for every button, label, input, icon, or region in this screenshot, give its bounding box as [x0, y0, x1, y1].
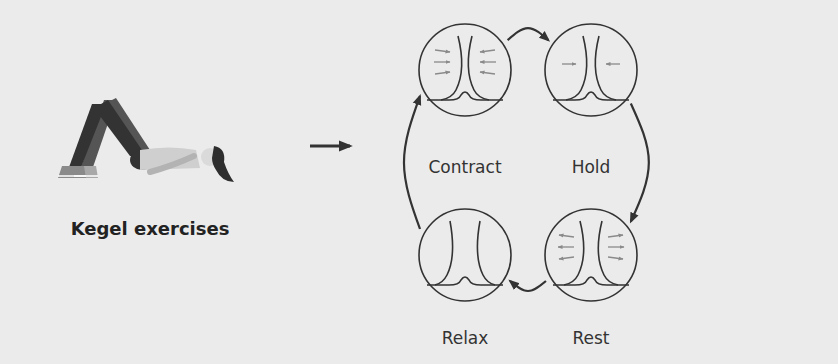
circle-outline	[405, 22, 525, 179]
label-block: Relax	[405, 327, 525, 349]
force-arrow	[559, 257, 574, 259]
base-line	[553, 92, 629, 100]
wall-line	[477, 221, 495, 285]
cycle-arrow	[631, 103, 649, 221]
wall-line	[435, 221, 453, 285]
force-arrow	[608, 235, 623, 237]
force-arrow	[559, 235, 574, 237]
wall-line	[595, 36, 616, 100]
force-arrow	[606, 63, 620, 64]
label-block: Rest	[531, 327, 651, 349]
base-line	[427, 92, 503, 100]
phase-circle: Hold	[531, 22, 651, 179]
circle-outline	[531, 22, 651, 179]
phase-circle: Rest	[531, 207, 651, 350]
force-arrow	[558, 246, 574, 247]
phase-circle-outline	[545, 24, 637, 116]
arm	[150, 156, 194, 172]
cycle-arrow	[508, 28, 549, 40]
force-arrow	[608, 246, 624, 247]
hair	[212, 146, 234, 182]
label-block: Contract	[405, 156, 525, 178]
label-block: Hold	[531, 156, 651, 178]
phase-circle-outline	[419, 209, 511, 301]
phase-label: Relax	[405, 327, 525, 349]
force-arrow	[480, 72, 495, 74]
flow-arrow	[310, 145, 350, 148]
force-arrow	[435, 50, 450, 52]
cycle-arrow	[404, 96, 420, 229]
phase-circle-outline	[545, 209, 637, 301]
force-arrow	[608, 257, 623, 259]
phase-circle-outline	[419, 24, 511, 116]
force-arrow	[435, 72, 450, 74]
muscle-symbol	[427, 36, 503, 100]
phase-circle: Relax	[405, 207, 525, 350]
base-line	[553, 277, 629, 285]
phase-circle: Contract	[405, 22, 525, 179]
figure-caption: Kegel exercises	[20, 217, 280, 241]
wall-line	[441, 36, 462, 100]
wall-line	[566, 36, 587, 100]
muscle-symbol	[553, 36, 629, 100]
force-arrow	[434, 61, 450, 62]
muscle-symbol	[427, 221, 503, 285]
muscle-symbol	[553, 221, 629, 285]
base-line	[427, 277, 503, 285]
phase-label: Contract	[405, 156, 525, 178]
shoe-sole	[74, 175, 98, 177]
force-arrow	[562, 63, 576, 64]
shin-front	[68, 104, 106, 170]
force-arrow	[480, 61, 496, 62]
exercise-figure	[58, 98, 234, 182]
force-arrow	[480, 50, 495, 52]
wall-line	[598, 221, 618, 285]
phase-label: Hold	[531, 156, 651, 178]
cycle-arrow	[510, 281, 546, 291]
wall-line	[468, 36, 489, 100]
wall-line	[564, 221, 584, 285]
phase-label: Rest	[531, 327, 651, 349]
